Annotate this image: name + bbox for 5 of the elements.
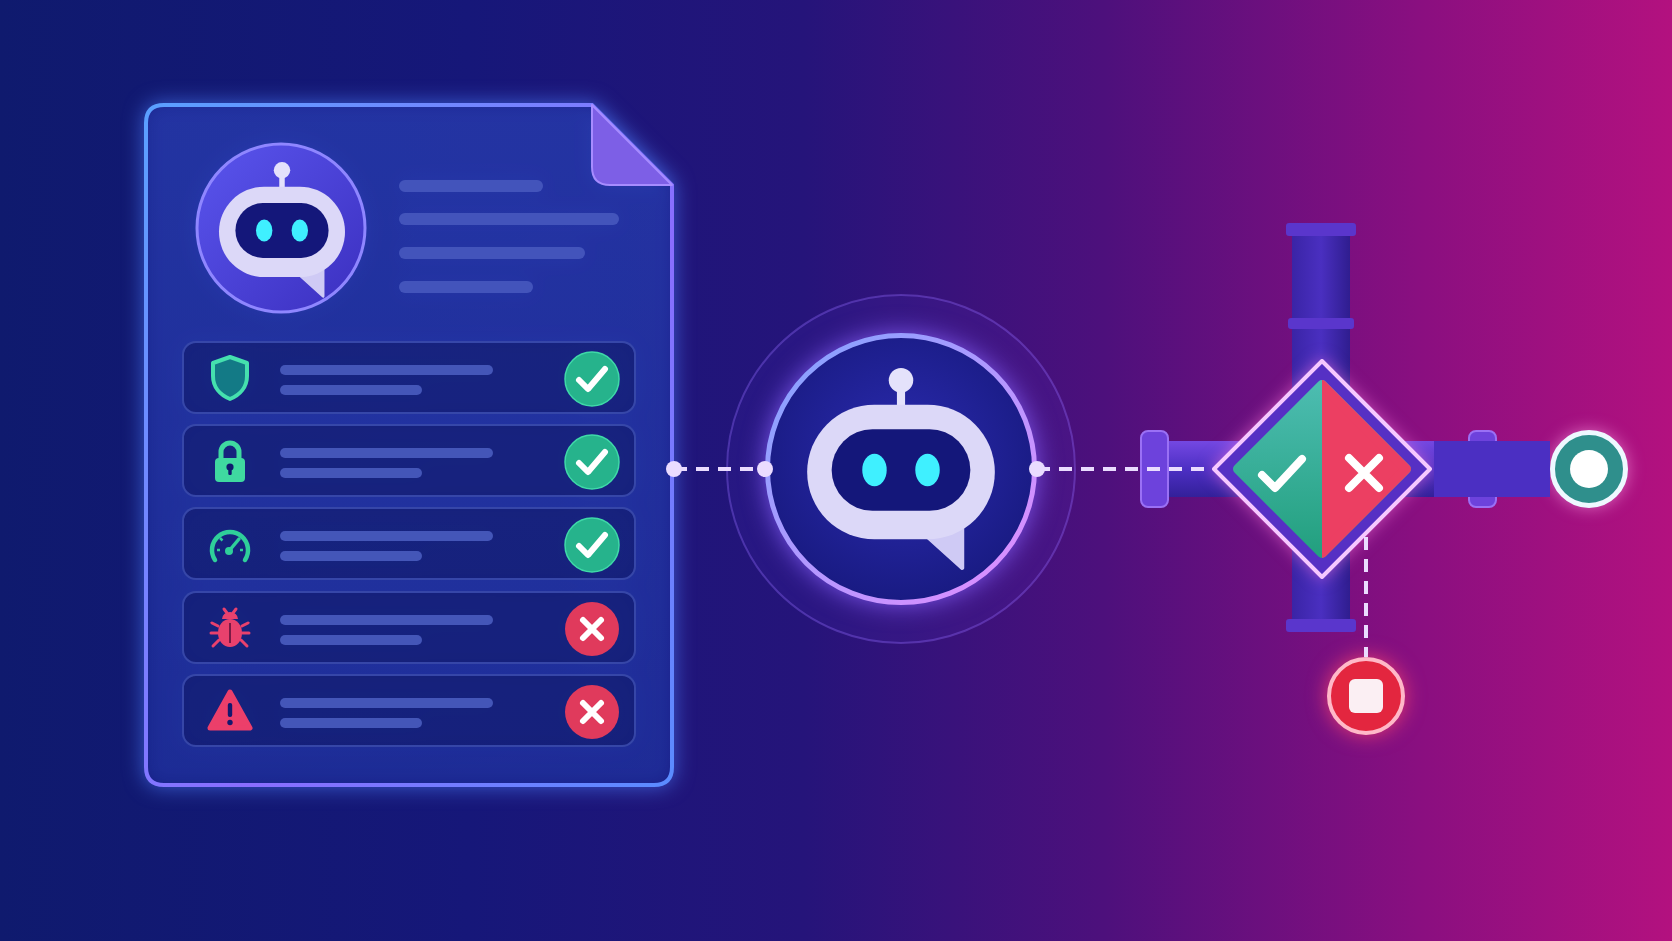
end-circle	[1550, 430, 1628, 508]
stop-circle	[1327, 657, 1405, 735]
dashed-connector	[666, 461, 773, 477]
document-card	[144, 103, 674, 787]
robot-circle	[765, 333, 1037, 605]
